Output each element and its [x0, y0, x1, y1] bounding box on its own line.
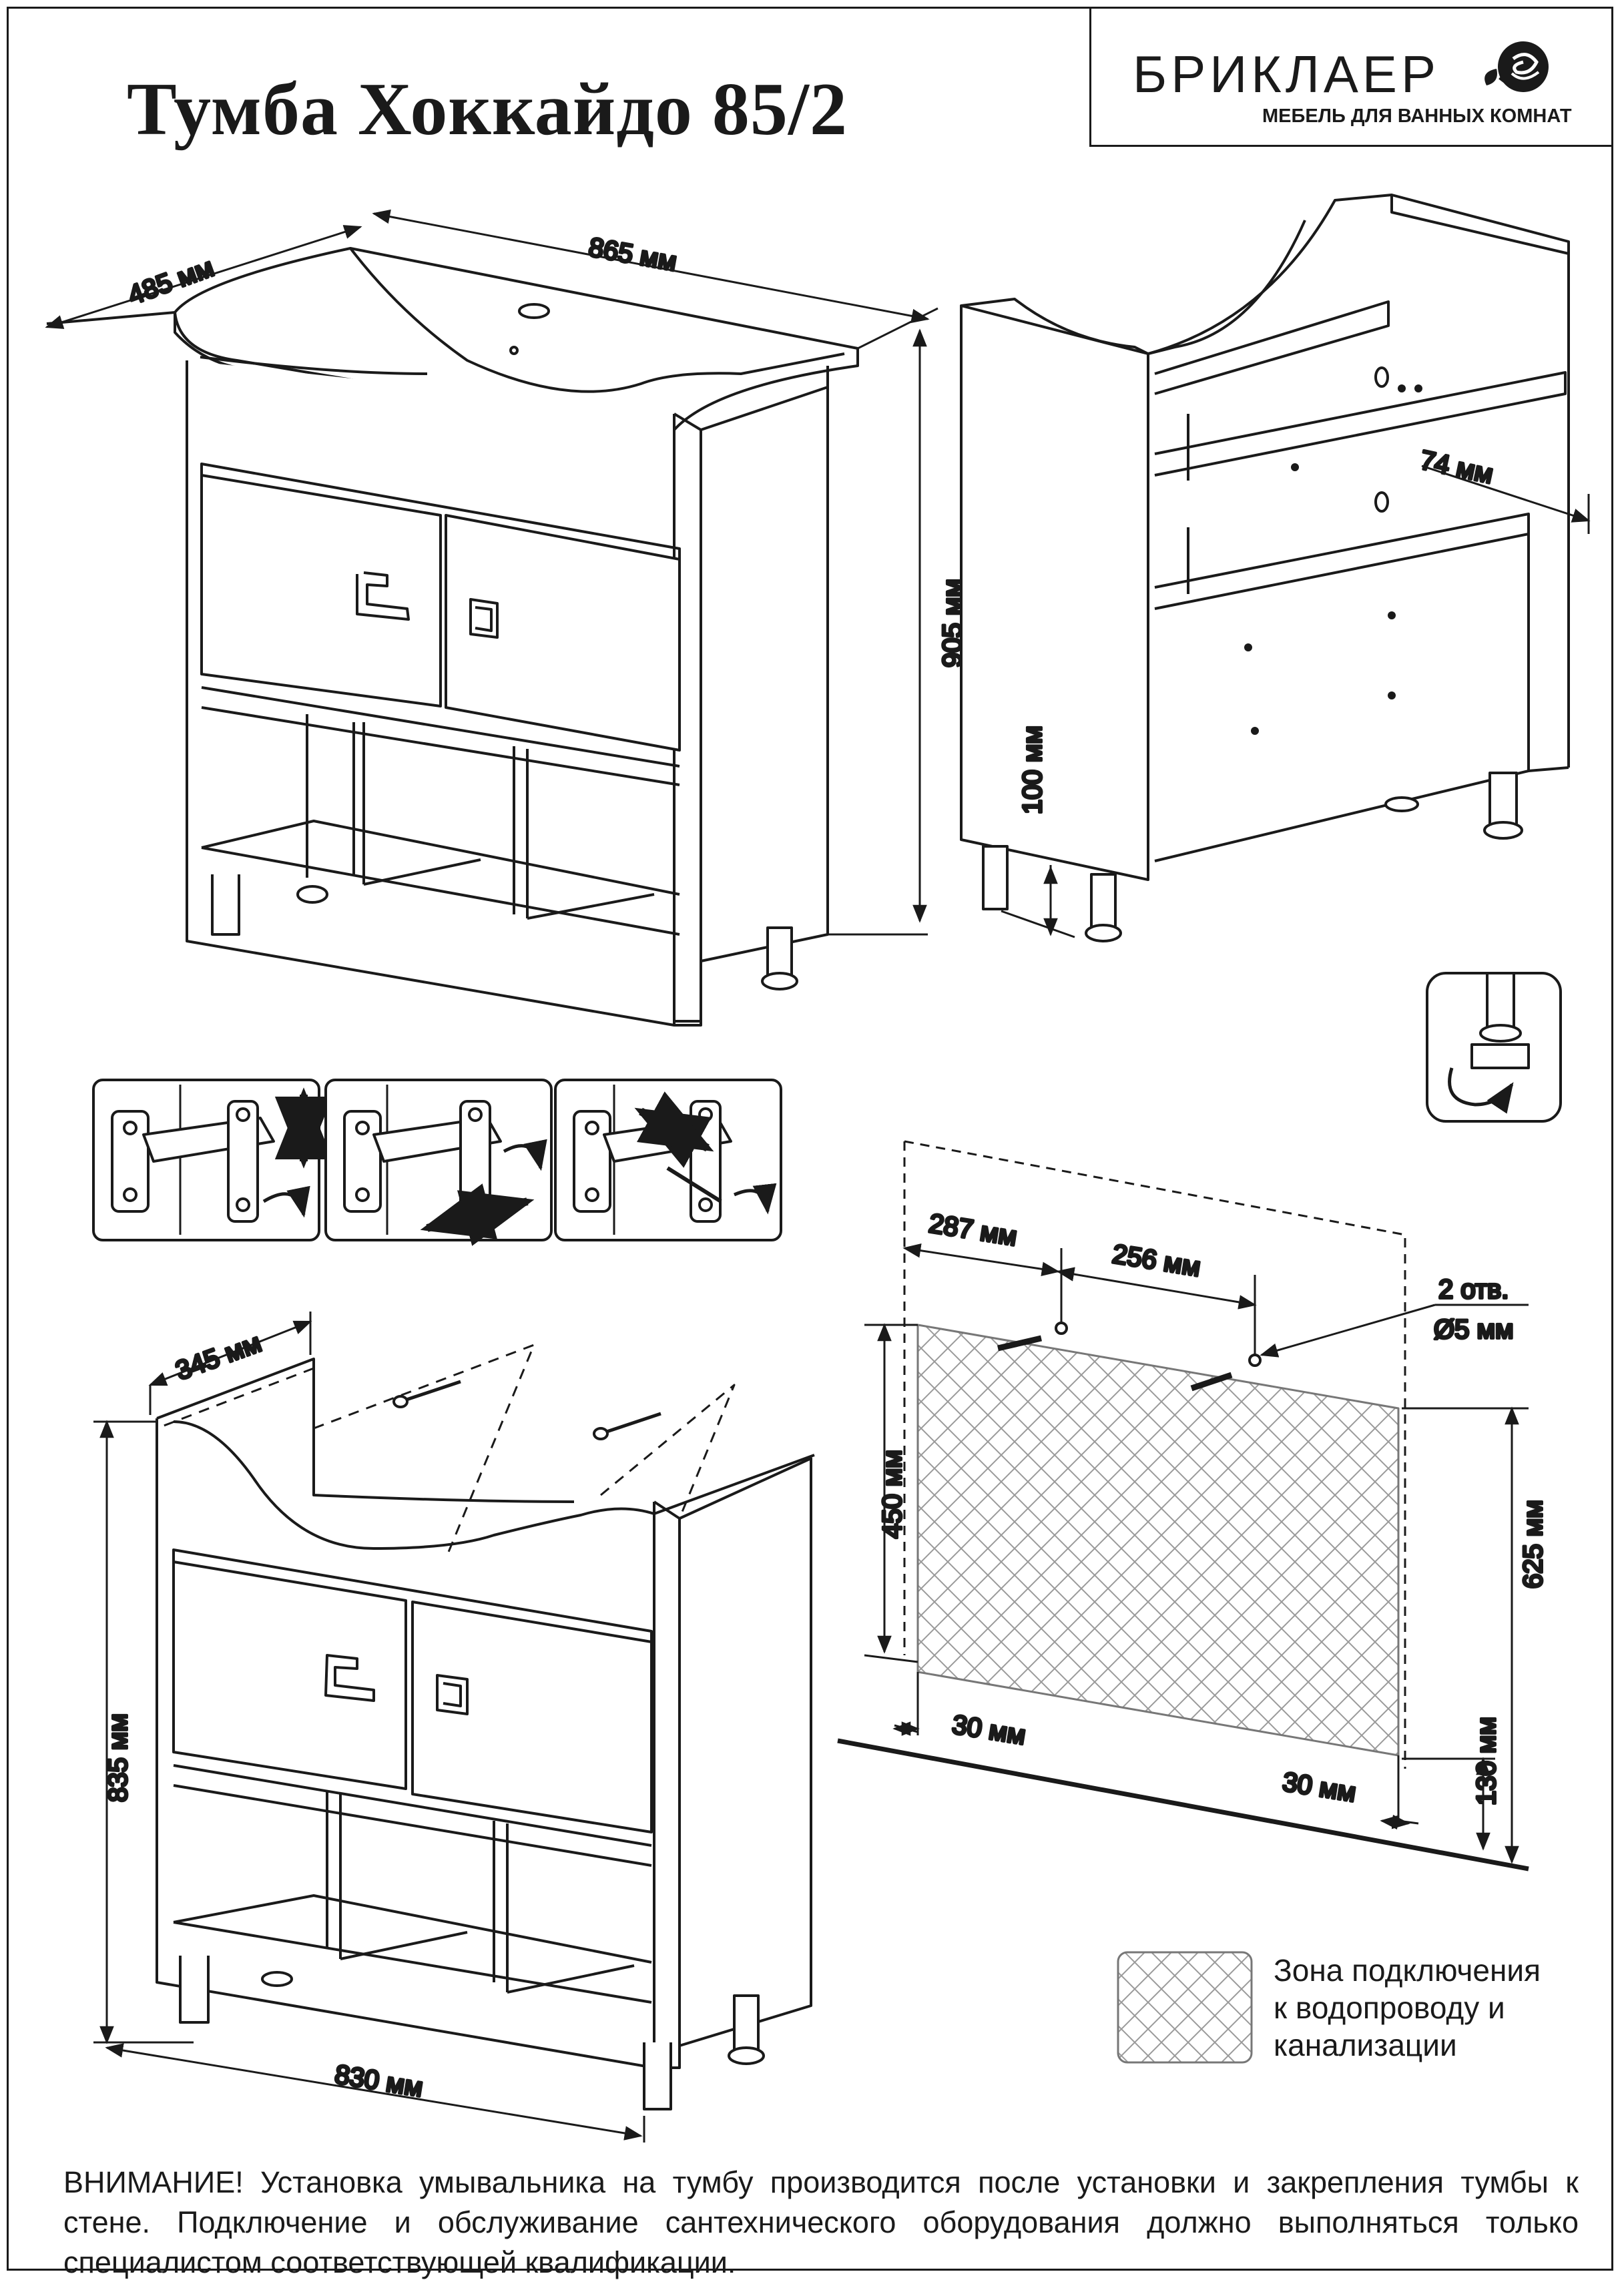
- dim-hole-spacing: 256 мм: [1110, 1239, 1202, 1282]
- leg-height-adjust-icon: [1426, 972, 1562, 1123]
- legend-line-3: канализации: [1274, 2028, 1457, 2062]
- frame-side-view: [960, 194, 1591, 942]
- brand-logo: БРИКЛАЕР МЕБЕЛЬ ДЛЯ ВАННЫХ КОМНАТ: [1089, 8, 1611, 147]
- brand-tagline: МЕБЕЛЬ ДЛЯ ВАННЫХ КОМНАТ: [1262, 105, 1572, 127]
- cabinet-view: [93, 1312, 815, 2143]
- rose-icon: [1484, 41, 1549, 92]
- dim-zone-right-margin: 30 мм: [1280, 1767, 1358, 1808]
- dim-depth-bottom: 345 мм: [172, 1328, 265, 1386]
- brand-name: БРИКЛАЕР: [1133, 45, 1440, 103]
- hinge-horizontal-adjust-icon: [324, 1079, 553, 1246]
- dim-width-bottom: 830 мм: [333, 2060, 425, 2102]
- page-title: Тумба Хоккайдо 85/2: [127, 68, 848, 151]
- legend-line-1: Зона подключения: [1274, 1953, 1541, 1988]
- connection-zone-swatch: [1117, 1951, 1253, 2064]
- dim-holes-count: 2 отв.: [1438, 1275, 1509, 1304]
- legend-line-2: к водопроводу и: [1274, 1990, 1505, 2025]
- dim-leg-height: 100 мм: [1018, 726, 1047, 814]
- warning-note: ВНИМАНИЕ! Установка умывальника на тумбу…: [63, 2165, 1579, 2279]
- assembled-vanity-view: [45, 209, 938, 1027]
- dim-hole-left: 287 мм: [927, 1209, 1019, 1251]
- screw-icon: [392, 1380, 661, 1440]
- hinge-vertical-adjust-icon: [92, 1079, 333, 1241]
- dim-width-top: 865 мм: [587, 232, 679, 276]
- dim-height-bottom: 835 мм: [103, 1713, 133, 1802]
- page-frame: [7, 7, 1613, 2271]
- dim-hole-height: 625 мм: [1519, 1500, 1548, 1589]
- dim-zone-height: 450 мм: [878, 1450, 907, 1538]
- hinge-depth-adjust-icon: [554, 1079, 782, 1241]
- dim-hole-diameter: Ø5 мм: [1434, 1315, 1513, 1344]
- legend: Зона подключения к водопроводу и канализ…: [1274, 1952, 1541, 2064]
- wall-mounting-scheme: [837, 1140, 1529, 1872]
- dim-zone-left-margin: 30 мм: [950, 1710, 1027, 1751]
- dim-rail-offset: 74 мм: [1418, 445, 1496, 489]
- dim-zone-bottom: 130 мм: [1472, 1717, 1501, 1805]
